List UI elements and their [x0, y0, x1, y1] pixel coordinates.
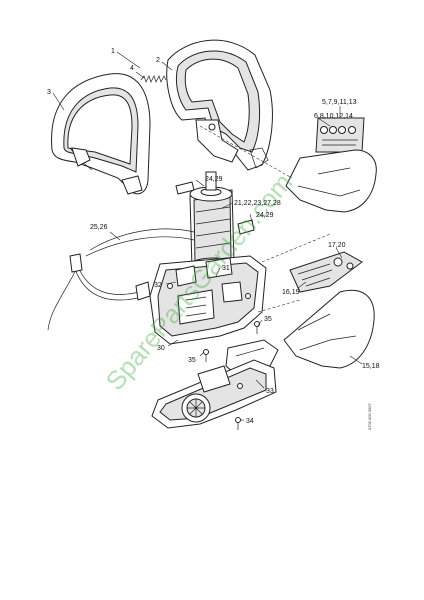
- brush-holder-parts-24-29-lower: [237, 219, 255, 235]
- bottom-cover-part-33: [151, 339, 279, 429]
- screw-part-35-upper: [254, 321, 260, 334]
- callout-15-18: 15,18: [362, 363, 380, 370]
- callout-6-8-10-12-14: 6,8,10,12,14: [314, 113, 353, 120]
- top-cover-plate: [285, 149, 377, 213]
- callout-16-19: 16,19: [282, 289, 300, 296]
- drawing-code: 0703 000 0007: [367, 403, 372, 430]
- callout-3: 3: [47, 89, 51, 96]
- callout-4: 4: [130, 65, 134, 72]
- callout-17-20: 17,20: [328, 242, 346, 249]
- callout-21-22-23-27-28: 21,22,23,27,28: [234, 200, 281, 207]
- front-handle-part-3: [51, 73, 151, 195]
- motor-housing-part-30: [149, 255, 267, 345]
- callout-1: 1: [111, 48, 115, 55]
- callout-35-upper: 35: [264, 316, 272, 323]
- callout-5-7-9-11-13: 5,7,9,11,13: [322, 99, 357, 106]
- callout-2: 2: [156, 57, 160, 64]
- rear-handle-frame-part-1: [166, 39, 273, 171]
- warning-label-parts-5-14: [315, 117, 365, 153]
- cable-parts-25-26: [47, 228, 195, 331]
- callout-25-26: 25,26: [90, 224, 108, 231]
- spring-part-4: [140, 75, 167, 83]
- callout-24-29-upper: 24,29: [205, 176, 223, 183]
- screw-part-34: [235, 417, 241, 430]
- cover-part-15-18: [283, 289, 375, 369]
- callout-31: 31: [222, 265, 230, 272]
- callout-30: 30: [157, 345, 165, 352]
- callout-34: 34: [246, 418, 254, 425]
- callout-33: 33: [266, 388, 274, 395]
- screw-part-35-lower: [203, 349, 209, 362]
- callout-32: 32: [154, 282, 162, 289]
- callout-35-lower: 35: [188, 357, 196, 364]
- callout-24-29-lower: 24,29: [256, 212, 274, 219]
- label-parts-16-20: [289, 251, 363, 293]
